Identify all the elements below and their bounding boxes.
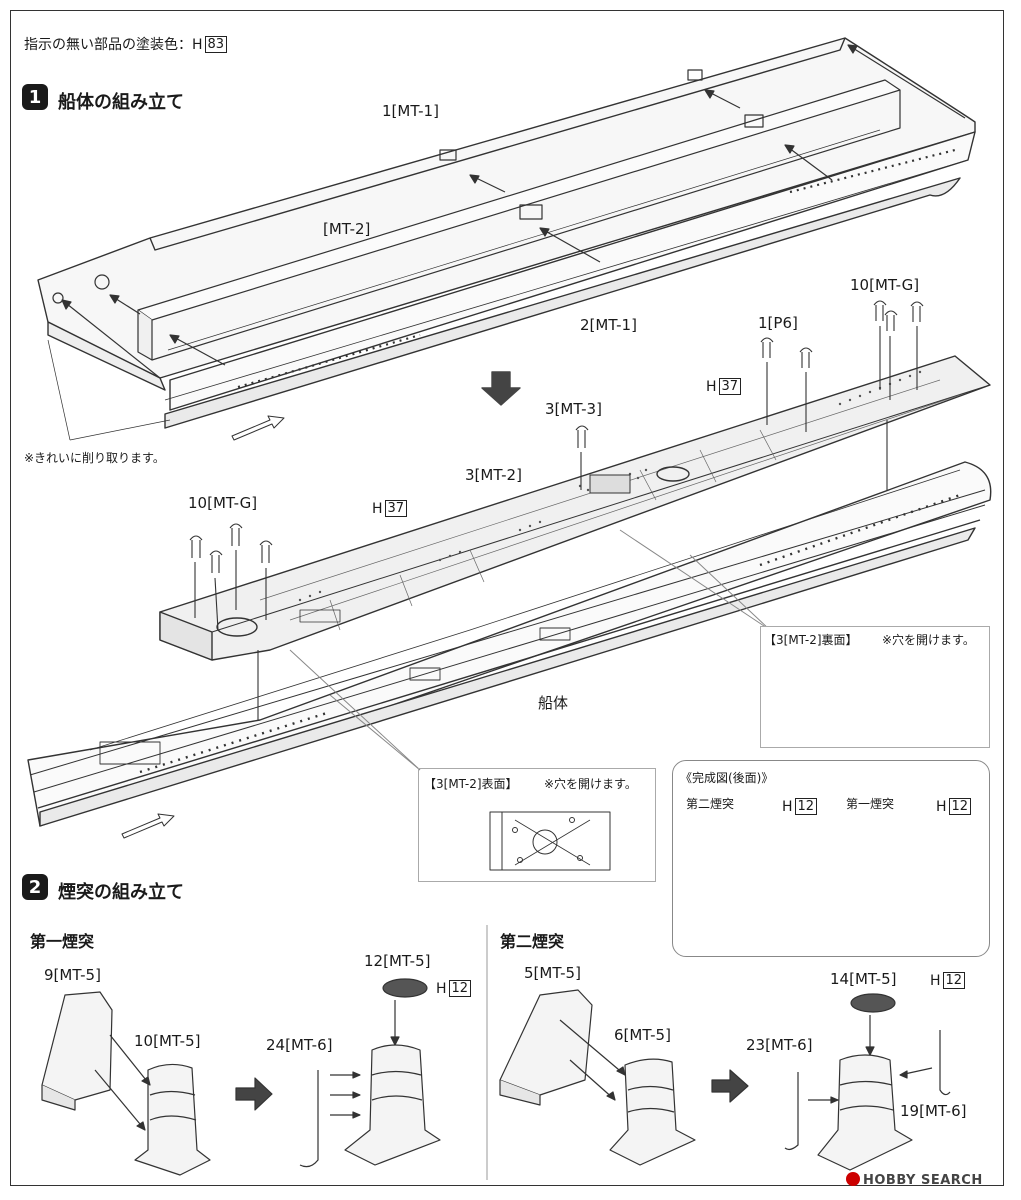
- trim-note: ※きれいに削り取ります。: [24, 451, 165, 465]
- label-part-3-mt3: 3[MT-3]: [545, 400, 602, 418]
- instruction-sheet: [10, 10, 1004, 1186]
- watermark-text: HOBBY SEARCH: [863, 1173, 983, 1188]
- label-part-24-mt6: 24[MT-6]: [266, 1036, 333, 1054]
- first-funnel-paint-code: 12: [448, 980, 472, 997]
- label-part-10-mtg-left: 10[MT-G]: [188, 494, 258, 512]
- completed-paint-a-code: 12: [794, 798, 818, 815]
- deck-pins: [189, 300, 924, 722]
- upper-hull-half: [37, 37, 976, 429]
- completed-second-funnel: 第二煙突: [686, 797, 735, 811]
- second-funnel-paint-code: 12: [942, 972, 966, 989]
- completed-paint-b-prefix: H: [936, 798, 947, 815]
- paint-h37-b-prefix: H: [372, 500, 383, 517]
- completed-paint-b: H 12: [936, 798, 972, 815]
- watermark-logo-icon: [846, 1172, 860, 1186]
- paint-h37-a-code: 37: [718, 378, 742, 395]
- default-paint-code: 83: [204, 35, 228, 53]
- back-face-detail-box: [760, 626, 990, 748]
- step1-arrows: [47, 44, 966, 441]
- label-part-5-mt5: 5[MT-5]: [524, 964, 581, 982]
- watermark: HOBBY SEARCH: [846, 1172, 983, 1188]
- deck-part: [159, 355, 991, 661]
- label-part-1-p6: 1[P6]: [758, 314, 798, 332]
- completed-paint-a-prefix: H: [782, 798, 793, 815]
- front-detail-note: ※穴を開けます。: [544, 777, 637, 791]
- second-funnel-title: 第二煙突: [500, 932, 565, 951]
- label-part-19-mt6: 19[MT-6]: [900, 1102, 967, 1120]
- label-mt2: [MT-2]: [323, 220, 371, 238]
- completed-first-funnel: 第一煙突: [846, 797, 895, 811]
- label-part-23-mt6: 23[MT-6]: [746, 1036, 813, 1054]
- front-face-detail-box: [418, 768, 656, 882]
- first-funnel-title: 第一煙突: [30, 932, 95, 951]
- label-part-6-mt5: 6[MT-5]: [614, 1026, 671, 1044]
- step1-number: 1: [22, 84, 48, 110]
- completed-paint-b-code: 12: [948, 798, 972, 815]
- first-funnel-paint: H 12: [436, 980, 472, 997]
- paint-h37-b-code: 37: [384, 500, 408, 517]
- label-part-12-mt5: 12[MT-5]: [364, 952, 431, 970]
- step2-number: 2: [22, 874, 48, 900]
- label-part-10-mtg-right: 10[MT-G]: [850, 276, 920, 294]
- label-part-2-mt1: 2[MT-1]: [580, 316, 637, 334]
- back-detail-note: ※穴を開けます。: [882, 633, 975, 647]
- completed-paint-a: H 12: [782, 798, 818, 815]
- second-funnel-paint-prefix: H: [930, 972, 941, 989]
- front-detail-title: 【3[MT-2]表面】: [424, 777, 518, 791]
- back-detail-title: 【3[MT-2]裏面】: [764, 633, 858, 647]
- label-part-1-mt1: 1[MT-1]: [382, 102, 439, 120]
- default-paint-label: 指示の無い部品の塗装色：H: [24, 37, 203, 53]
- first-funnel-parts: [41, 978, 441, 1176]
- step1-title: 船体の組み立て: [58, 92, 184, 113]
- default-paint-note: 指示の無い部品の塗装色：H 83: [24, 34, 228, 54]
- completed-title: 《完成図(後面)》: [680, 771, 774, 785]
- paint-h37-a-prefix: H: [706, 378, 717, 395]
- first-funnel-paint-prefix: H: [436, 980, 447, 997]
- label-part-9-mt5: 9[MT-5]: [44, 966, 101, 984]
- paint-h37-deck-left: H 37: [372, 500, 408, 517]
- label-part-3-mt2: 3[MT-2]: [465, 466, 522, 484]
- completed-view-box: [672, 760, 990, 957]
- paint-h37-deck-right: H 37: [706, 378, 742, 395]
- label-part-10-mt5: 10[MT-5]: [134, 1032, 201, 1050]
- second-funnel-paint: H 12: [930, 972, 966, 989]
- inner-frame-part: [52, 69, 901, 361]
- label-part-14-mt5: 14[MT-5]: [830, 970, 897, 988]
- label-hull: 船体: [538, 694, 569, 712]
- step2-title: 煙突の組み立て: [58, 882, 184, 903]
- second-funnel-parts: [499, 989, 951, 1171]
